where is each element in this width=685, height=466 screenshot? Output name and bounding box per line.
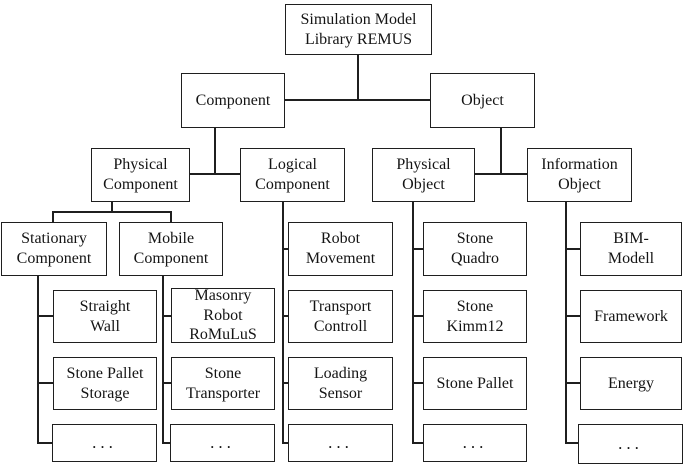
spine-information-object: [565, 201, 567, 444]
tick-physobj-4: [412, 442, 425, 444]
connector-physcomp-bracket: [52, 211, 172, 213]
node-framework: Framework: [580, 290, 682, 343]
node-object: Object: [430, 73, 535, 128]
tick-stationary-1: [37, 315, 54, 317]
tick-physobj-1: [412, 248, 425, 250]
node-robot-movement: Robot Movement: [288, 222, 393, 276]
tick-logical-2: [282, 315, 290, 317]
spine-logical: [282, 201, 284, 444]
node-stone-pallet-storage: Stone Pallet Storage: [53, 357, 157, 410]
node-information-object-ellipsis: ...: [578, 424, 683, 464]
node-stone-quadro: Stone Quadro: [423, 222, 527, 276]
tick-physobj-3: [412, 382, 425, 384]
connector-object-bar: [475, 173, 527, 175]
tick-infobj-3: [565, 382, 582, 384]
node-stone-transporter: Stone Transporter: [171, 357, 275, 410]
connector-physcomp-stem: [111, 201, 113, 213]
node-physical-object-ellipsis: ...: [423, 424, 527, 462]
node-physical-component: Physical Component: [91, 148, 190, 202]
node-logical-component: Logical Component: [240, 148, 345, 202]
connector-object-stem: [500, 127, 502, 175]
node-mobile-component: Mobile Component: [119, 222, 223, 276]
spine-physical-object: [412, 201, 414, 444]
node-loading-sensor: Loading Sensor: [288, 357, 393, 410]
tick-stationary-2: [37, 382, 54, 384]
tick-infobj-2: [565, 315, 582, 317]
connector-bracket-drop-right: [170, 211, 172, 223]
tick-mobile-1: [162, 315, 172, 317]
tick-mobile-2: [162, 382, 172, 384]
spine-stationary: [37, 275, 39, 444]
node-stationary-component: Stationary Component: [1, 222, 107, 276]
tick-logical-3: [282, 382, 290, 384]
node-component: Component: [181, 73, 285, 128]
node-logical-ellipsis: ...: [288, 424, 393, 462]
tick-infobj-4: [565, 442, 582, 444]
node-stone-pallet: Stone Pallet: [423, 357, 527, 410]
node-stationary-ellipsis: ...: [52, 424, 157, 462]
node-energy: Energy: [580, 357, 682, 410]
node-transport-controll: Transport Controll: [288, 290, 393, 343]
node-masonry-robot-romulus: Masonry Robot RoMuLuS: [171, 287, 275, 343]
node-straight-wall: Straight Wall: [53, 290, 157, 343]
node-information-object: Information Object: [527, 148, 632, 202]
node-stone-kimm12: Stone Kimm12: [423, 290, 527, 343]
node-root: Simulation Model Library REMUS: [285, 4, 432, 55]
node-mobile-ellipsis: ...: [170, 424, 275, 462]
connector-root-stem: [357, 54, 359, 101]
tick-logical-1: [282, 248, 290, 250]
spine-mobile: [162, 275, 164, 444]
node-physical-object: Physical Object: [372, 148, 475, 202]
tick-physobj-2: [412, 315, 425, 317]
connector-level2-bar: [285, 99, 430, 101]
tick-stationary-3: [37, 442, 54, 444]
connector-component-bar: [190, 173, 240, 175]
connector-component-stem: [214, 127, 216, 175]
tick-logical-4: [282, 442, 290, 444]
node-bim-modell: BIM- Modell: [580, 222, 682, 276]
tick-mobile-3: [162, 442, 172, 444]
connector-bracket-drop-left: [52, 211, 54, 223]
tick-infobj-1: [565, 248, 582, 250]
